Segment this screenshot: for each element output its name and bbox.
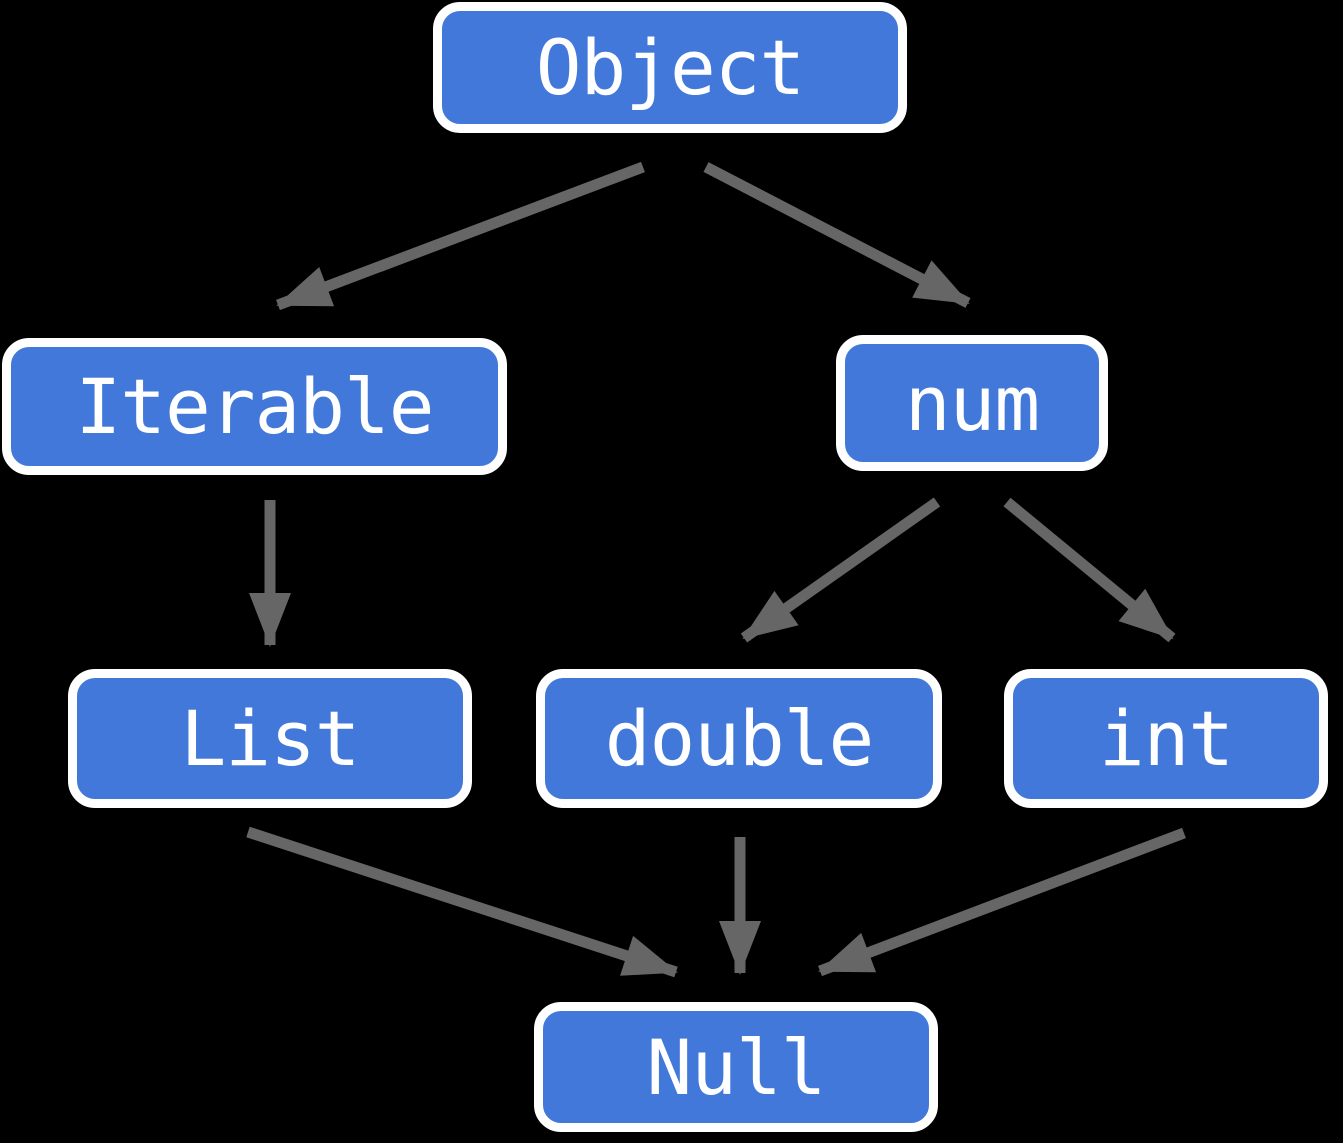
node-object-label: Object: [535, 23, 806, 112]
node-null: Null: [534, 1002, 938, 1132]
node-int: int: [1004, 669, 1328, 808]
node-double: double: [536, 669, 942, 808]
edge-num-to-int: [1003, 497, 1176, 643]
node-object: Object: [433, 2, 907, 133]
node-num: num: [836, 335, 1108, 471]
edge-num-to-double: [740, 497, 941, 643]
edge-object-to-iterable: [276, 161, 645, 311]
node-list-label: List: [180, 694, 360, 783]
node-iterable: Iterable: [2, 338, 507, 475]
node-null-label: Null: [646, 1022, 826, 1112]
edge-object-to-num: [703, 162, 971, 308]
node-num-label: num: [904, 358, 1040, 448]
edge-int-to-null: [818, 827, 1186, 977]
node-iterable-label: Iterable: [75, 362, 434, 451]
node-int-label: int: [1098, 694, 1234, 783]
node-list: List: [68, 669, 472, 808]
node-double-label: double: [604, 694, 875, 783]
edge-list-to-null: [246, 826, 678, 978]
